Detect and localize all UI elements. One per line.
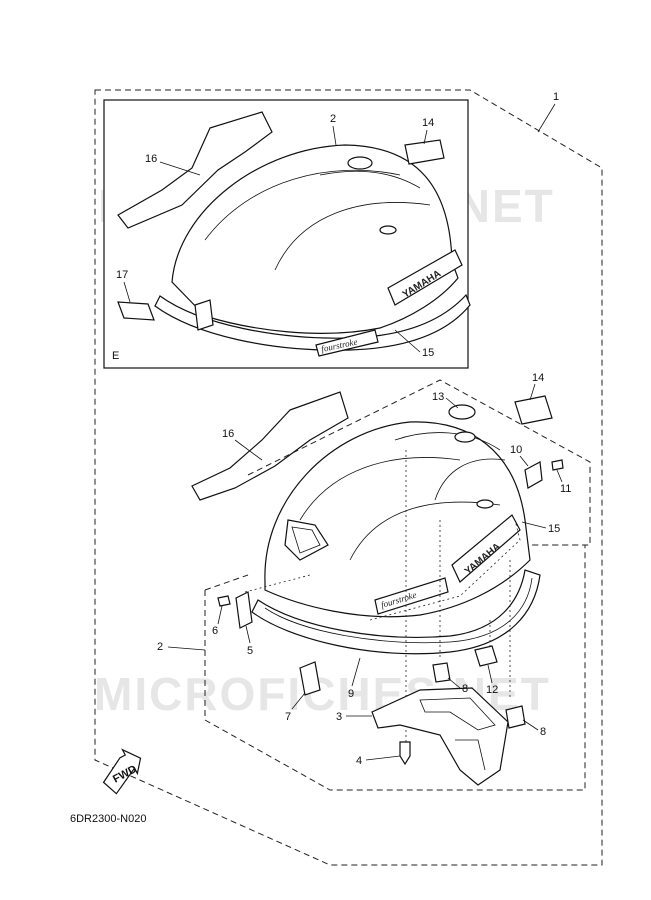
callout-9: 9 bbox=[348, 688, 354, 700]
inset-label: E bbox=[112, 350, 119, 362]
callout-17: 17 bbox=[116, 269, 128, 281]
inset-cowling bbox=[171, 144, 459, 334]
screw-11 bbox=[551, 459, 564, 471]
callout-7: 7 bbox=[285, 711, 291, 723]
seal-9 bbox=[251, 569, 541, 655]
cap-seat bbox=[454, 431, 476, 443]
drawing-code: 6DR2300-N020 bbox=[70, 813, 146, 825]
inset-script-decal bbox=[315, 329, 379, 357]
inset-brand-decal bbox=[387, 249, 463, 306]
top-cowling-outline bbox=[247, 379, 591, 546]
screw-4 bbox=[399, 741, 411, 766]
decal-14 bbox=[514, 395, 553, 425]
pad-16 bbox=[191, 391, 349, 501]
inset-clip bbox=[194, 299, 214, 331]
brand-decal bbox=[451, 514, 521, 583]
callout-2: 2 bbox=[157, 641, 163, 653]
callout-3: 3 bbox=[336, 711, 342, 723]
callout-15: 15 bbox=[548, 523, 560, 535]
inset-decal-14 bbox=[404, 139, 445, 165]
callout-10: 10 bbox=[510, 444, 522, 456]
assembly-outline bbox=[94, 89, 603, 866]
grommet-8b bbox=[505, 705, 526, 729]
callout-6: 6 bbox=[212, 625, 218, 637]
cap-13 bbox=[448, 404, 476, 420]
clip-7 bbox=[299, 661, 321, 696]
bracket-5 bbox=[235, 591, 253, 629]
callout-16: 16 bbox=[222, 428, 234, 440]
inset-bumper-band bbox=[154, 293, 471, 351]
inset-pad-16 bbox=[117, 111, 273, 229]
top-cowling bbox=[264, 421, 531, 618]
bottom-cowling-3 bbox=[371, 687, 509, 786]
bottom-cowling-outline bbox=[204, 544, 586, 791]
part-12 bbox=[474, 645, 498, 667]
callout-5: 5 bbox=[247, 645, 253, 657]
callout-12: 12 bbox=[486, 684, 498, 696]
callout-14: 14 bbox=[532, 372, 544, 384]
bracket-10 bbox=[524, 461, 543, 489]
inset-cap bbox=[347, 156, 373, 170]
inset-vent bbox=[379, 225, 397, 235]
callout-8b: 8 bbox=[540, 726, 546, 738]
callout-4: 4 bbox=[356, 755, 362, 767]
callout-8a: 8 bbox=[462, 683, 468, 695]
callout-2-inset: 2 bbox=[330, 113, 336, 125]
fwd-arrow-icon: FWD bbox=[102, 748, 142, 795]
callout-13: 13 bbox=[432, 391, 444, 403]
callout-14-inset: 14 bbox=[422, 117, 434, 129]
inset-badge-17 bbox=[117, 301, 155, 321]
callout-11: 11 bbox=[560, 483, 571, 495]
callout-16-inset: 16 bbox=[145, 153, 157, 165]
vent bbox=[476, 499, 494, 509]
screw-6 bbox=[217, 595, 231, 607]
intake-opening bbox=[284, 519, 329, 561]
script-decal bbox=[374, 577, 449, 615]
grommet-8a bbox=[432, 662, 451, 683]
callout-15-inset: 15 bbox=[422, 347, 434, 359]
callout-1: 1 bbox=[553, 91, 559, 103]
